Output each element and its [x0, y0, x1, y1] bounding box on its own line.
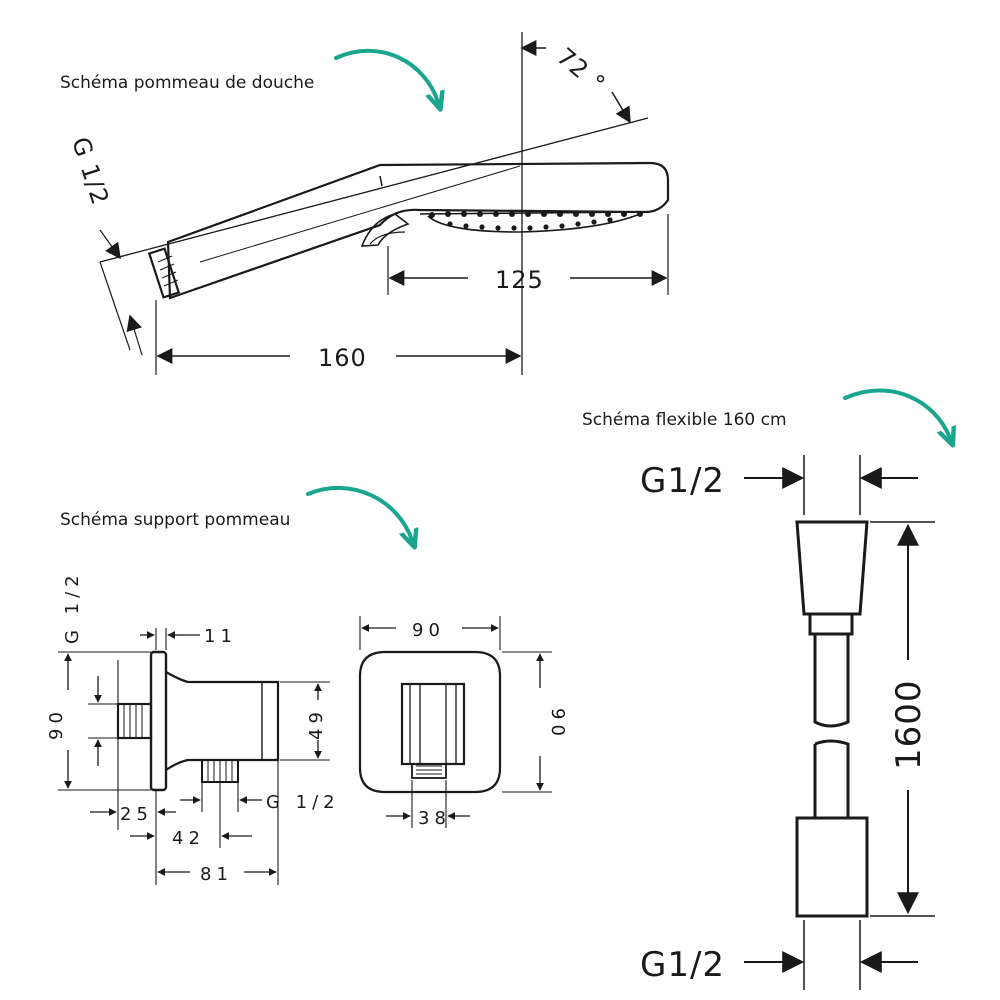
- holder-outlet-label: G 1/2: [266, 792, 340, 813]
- hose-thread-top-label: G1/2: [640, 461, 725, 501]
- hose-thread-bottom-label: G1/2: [640, 945, 725, 985]
- holder-side-view: [58, 628, 330, 885]
- holder-height-label: 90: [46, 707, 67, 740]
- holder-thread-top-label: G 1/2: [62, 570, 83, 644]
- pointer-arrow-icon: [306, 485, 412, 540]
- thread-label: G 1/2: [66, 134, 114, 209]
- holder-flange-label: 11: [204, 626, 237, 647]
- shower-head-drawing: [99, 32, 670, 375]
- hose-length-label: 1600: [889, 679, 929, 770]
- front-width-label: 90: [412, 620, 445, 641]
- caption-hose: Schéma flexible 160 cm: [582, 410, 787, 430]
- front-height-label: 90: [547, 708, 568, 741]
- caption-shower-head: Schéma pommeau de douche: [60, 73, 315, 93]
- holder-outlet-pos-label: 42: [172, 828, 205, 849]
- pointer-arrow-icon: [843, 388, 950, 438]
- holder-nipple-label: 25: [120, 804, 153, 825]
- hose-drawing: [744, 455, 935, 990]
- head-length-label: 125: [495, 266, 544, 294]
- angle-label: 72 °: [551, 42, 610, 98]
- caption-holder: Schéma support pommeau: [60, 510, 291, 530]
- front-slot-label: 38: [418, 808, 451, 829]
- pointer-arrow-icon: [334, 48, 438, 102]
- holder-body-label: 49: [306, 707, 327, 740]
- holder-depth-label: 81: [200, 864, 233, 885]
- holder-front-view: [358, 616, 552, 828]
- total-length-label: 160: [318, 344, 367, 372]
